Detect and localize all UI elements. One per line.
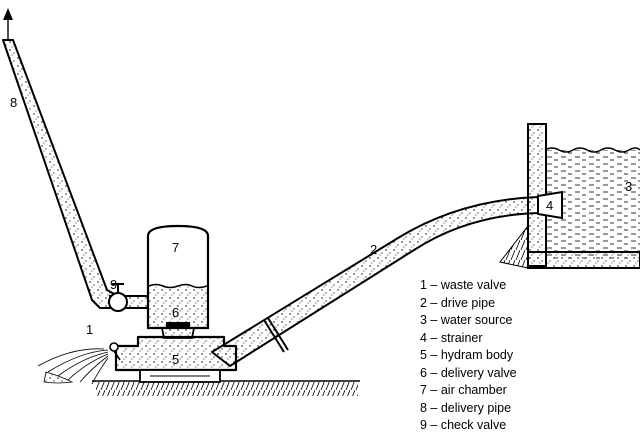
legend-item-water-source: 3 – water source <box>420 313 513 327</box>
legend-item-drive-pipe: 2 – drive pipe <box>420 295 496 310</box>
callout-strainer: 4 <box>546 198 553 213</box>
callout-drive-pipe: 2 <box>370 242 377 257</box>
delivery-valve <box>160 322 196 339</box>
air-chamber <box>146 224 210 330</box>
callout-water-source: 3 <box>625 179 632 194</box>
legend-item-waste-valve: 1 – waste valve <box>420 278 507 292</box>
callout-air-chamber: 7 <box>172 240 179 255</box>
check-valve <box>108 283 128 312</box>
legend-item-strainer: 4 – strainer <box>420 330 483 345</box>
waste-valve <box>109 342 121 361</box>
callout-delivery-pipe: 8 <box>10 95 17 110</box>
ground-hatching <box>92 380 360 396</box>
callout-waste-valve: 1 <box>86 322 93 337</box>
legend-item-check-valve: 9 – check valve <box>420 418 507 432</box>
delivery-pipe <box>2 39 119 309</box>
legend-item-hydram-body: 5 – hydram body <box>420 348 514 362</box>
reservoir-floor <box>527 251 640 269</box>
callout-hydram-body: 5 <box>172 352 179 367</box>
legend-item-delivery-pipe: 8 – delivery pipe <box>420 400 512 415</box>
legend-item-air-chamber: 7 – air chamber <box>420 383 507 397</box>
waste-water-spray <box>37 348 109 385</box>
pipe-flange <box>263 317 289 353</box>
callout-delivery-valve: 6 <box>172 305 179 320</box>
legend-item-delivery-valve: 6 – delivery valve <box>420 365 517 380</box>
strainer <box>537 190 563 220</box>
embankment <box>499 224 529 269</box>
legend: 1 – waste valve 2 – drive pipe 3 – water… <box>420 277 517 435</box>
water-source <box>499 123 640 269</box>
callout-check-valve: 9 <box>110 277 117 292</box>
flow-arrowhead <box>3 8 13 20</box>
hydram-body <box>114 335 238 383</box>
